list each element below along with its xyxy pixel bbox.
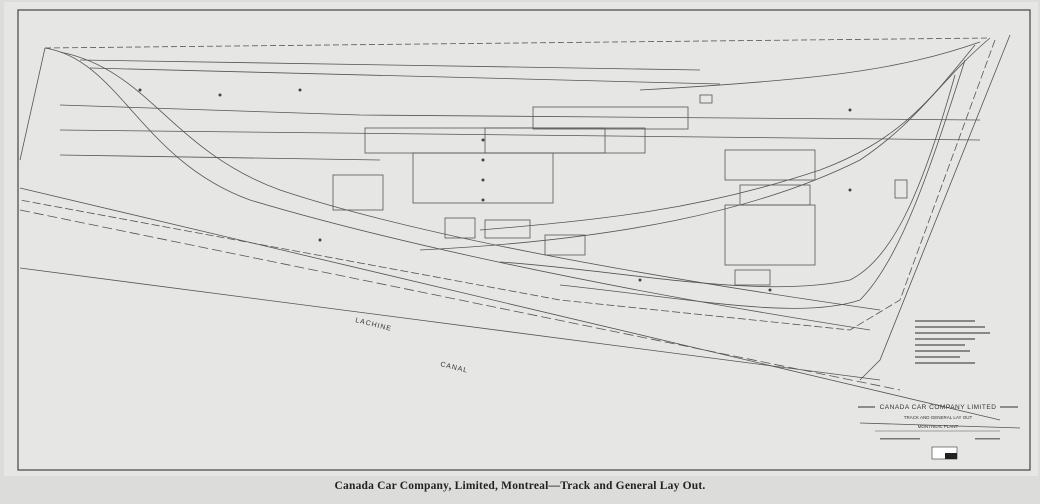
drawing-border	[17, 9, 1031, 471]
paper	[4, 2, 1038, 476]
legend	[915, 320, 990, 364]
marker-dots	[138, 88, 852, 292]
title-subtitle: TRACK AND GENERAL LAY OUT	[904, 415, 973, 420]
figure-caption: Canada Car Company, Limited, Montreal—Tr…	[334, 480, 706, 492]
title-company: CANADA CAR COMPANY LIMITED	[880, 404, 997, 411]
title-block: CANADA CAR COMPANY LIMITED TRACK AND GEN…	[858, 404, 1018, 460]
site-lines	[19, 34, 1021, 429]
title-plant: MONTREAL PLANT	[918, 424, 959, 429]
